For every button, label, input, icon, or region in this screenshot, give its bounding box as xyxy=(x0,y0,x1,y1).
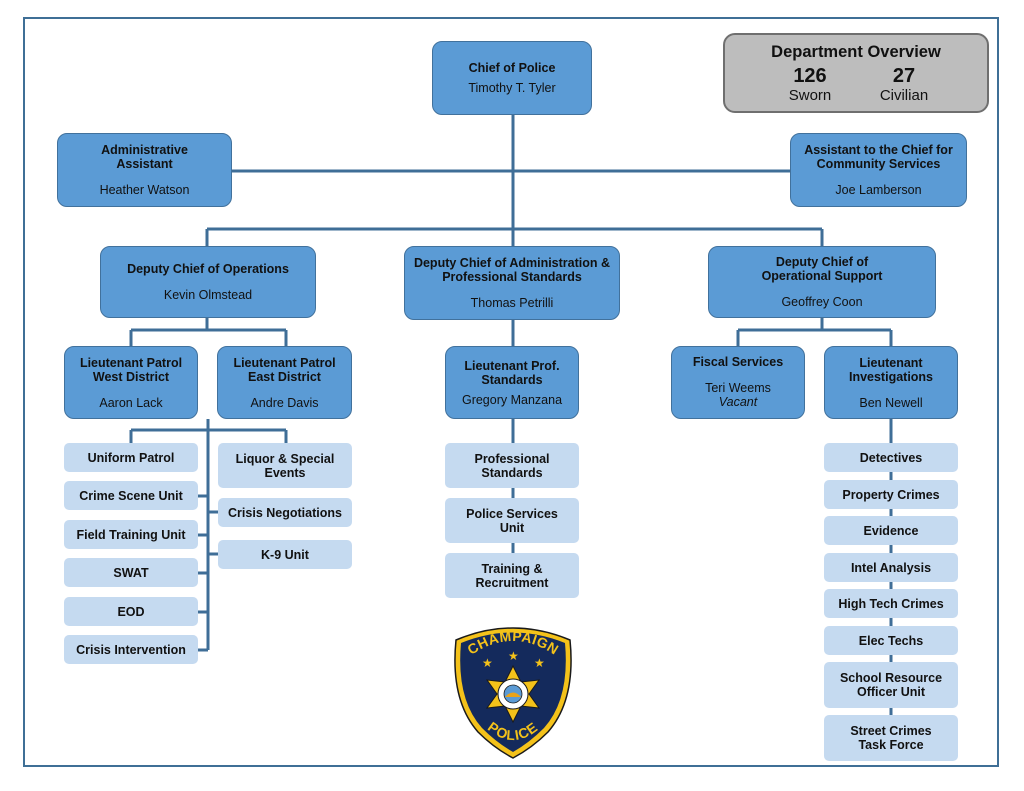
unit-label: Evidence xyxy=(863,523,919,538)
fiscal-title: Fiscal Services xyxy=(692,355,784,369)
sworn-count: 126 xyxy=(793,65,827,87)
unit-box: Elec Techs xyxy=(824,626,958,655)
unit-box: High Tech Crimes xyxy=(824,589,958,618)
chief-of-police-box: Chief of Police Timothy T. Tyler xyxy=(432,41,592,115)
unit-box: Evidence xyxy=(824,516,958,545)
unit-label: EOD xyxy=(117,604,145,619)
unit-box: Training & Recruitment xyxy=(445,553,579,598)
unit-box: Street Crimes Task Force xyxy=(824,715,958,761)
lt-prof-name: Gregory Manzana xyxy=(461,392,563,407)
star-icons: ★ ★ ★ xyxy=(482,649,545,670)
sworn-label: Sworn xyxy=(788,87,832,104)
star-icon: ★ xyxy=(482,656,493,670)
deputy-admin-name: Thomas Petrilli xyxy=(470,296,554,310)
unit-label: Intel Analysis xyxy=(850,560,932,575)
unit-box: SWAT xyxy=(64,558,198,587)
lt-invest-name: Ben Newell xyxy=(859,395,923,410)
lieutenant-investigations-box: Lieutenant Investigations Ben Newell xyxy=(824,346,958,419)
unit-label: K-9 Unit xyxy=(261,547,309,562)
deputy-chief-administration-box: Deputy Chief of Administration & Profess… xyxy=(404,246,620,320)
lt-west-title: Lieutenant Patrol West District xyxy=(79,355,183,384)
overview-title: Department Overview xyxy=(771,43,941,61)
unit-label: Crime Scene Unit xyxy=(79,488,183,503)
unit-label: Field Training Unit xyxy=(76,527,186,542)
civilian-label: Civilian xyxy=(879,87,929,104)
unit-box: Intel Analysis xyxy=(824,553,958,582)
lt-prof-title: Lieutenant Prof. Standards xyxy=(464,358,560,387)
lt-west-name: Aaron Lack xyxy=(99,395,163,410)
unit-box: Property Crimes xyxy=(824,480,958,509)
department-overview-panel: Department Overview 126 Sworn 27 Civilia… xyxy=(723,33,989,113)
community-services-assistant-box: Assistant to the Chief for Community Ser… xyxy=(790,133,967,207)
deputy-chief-operations-box: Deputy Chief of Operations Kevin Olmstea… xyxy=(100,246,316,318)
lt-east-title: Lieutenant Patrol East District xyxy=(233,355,336,384)
community-assistant-title: Assistant to the Chief for Community Ser… xyxy=(804,143,953,171)
fiscal-services-box: Fiscal Services Teri Weems Vacant xyxy=(671,346,805,419)
unit-box: Detectives xyxy=(824,443,958,472)
lieutenant-prof-standards-box: Lieutenant Prof. Standards Gregory Manza… xyxy=(445,346,579,419)
unit-label: SWAT xyxy=(113,565,149,580)
champaign-police-badge-logo: CHAMPAIGN POLICE ★ ★ ★ xyxy=(454,627,572,759)
unit-label: Liquor & Special Events xyxy=(235,451,335,480)
unit-box: Field Training Unit xyxy=(64,520,198,549)
unit-label: Crisis Intervention xyxy=(76,642,186,657)
unit-label: High Tech Crimes xyxy=(838,596,944,611)
unit-label: Uniform Patrol xyxy=(87,450,175,465)
deputy-operations-title: Deputy Chief of Operations xyxy=(127,262,289,276)
lieutenant-east-box: Lieutenant Patrol East District Andre Da… xyxy=(217,346,352,419)
unit-label: Detectives xyxy=(859,450,923,465)
deputy-chief-support-box: Deputy Chief of Operational Support Geof… xyxy=(708,246,936,318)
lt-invest-title: Lieutenant Investigations xyxy=(848,355,934,384)
chart-frame xyxy=(23,17,999,767)
unit-box: Professional Standards xyxy=(445,443,579,488)
fiscal-vacant: Vacant xyxy=(718,395,758,409)
administrative-assistant-box: Administrative Assistant Heather Watson xyxy=(57,133,232,207)
unit-label: School Resource Officer Unit xyxy=(839,671,943,699)
lt-east-name: Andre Davis xyxy=(250,395,319,410)
unit-box: School Resource Officer Unit xyxy=(824,662,958,708)
unit-label: Elec Techs xyxy=(858,633,924,648)
unit-box: Crime Scene Unit xyxy=(64,481,198,510)
unit-box: Crisis Negotiations xyxy=(218,498,352,527)
admin-assistant-name: Heather Watson xyxy=(99,183,190,197)
deputy-support-name: Geoffrey Coon xyxy=(781,295,863,309)
unit-box: Crisis Intervention xyxy=(64,635,198,664)
civilian-count: 27 xyxy=(892,65,916,87)
unit-box: K-9 Unit xyxy=(218,540,352,569)
unit-label: Police Services Unit xyxy=(466,506,558,535)
deputy-support-title: Deputy Chief of Operational Support xyxy=(761,255,883,283)
community-assistant-name: Joe Lamberson xyxy=(835,183,922,197)
deputy-admin-title: Deputy Chief of Administration & Profess… xyxy=(413,256,611,284)
admin-assistant-title: Administrative Assistant xyxy=(101,143,188,171)
unit-box: Police Services Unit xyxy=(445,498,579,543)
unit-label: Crisis Negotiations xyxy=(228,505,342,520)
star-icon: ★ xyxy=(534,656,545,670)
lieutenant-west-box: Lieutenant Patrol West District Aaron La… xyxy=(64,346,198,419)
unit-box: EOD xyxy=(64,597,198,626)
unit-label: Property Crimes xyxy=(842,487,940,502)
deputy-operations-name: Kevin Olmstead xyxy=(163,288,253,302)
unit-box: Liquor & Special Events xyxy=(218,443,352,488)
fiscal-name: Teri Weems xyxy=(705,381,771,395)
unit-label: Street Crimes Task Force xyxy=(850,724,932,752)
unit-box: Uniform Patrol xyxy=(64,443,198,472)
chief-title: Chief of Police xyxy=(468,61,556,75)
unit-label: Training & Recruitment xyxy=(475,561,549,590)
unit-label: Professional Standards xyxy=(474,451,550,480)
chief-name: Timothy T. Tyler xyxy=(468,81,556,95)
star-icon: ★ xyxy=(508,649,519,663)
